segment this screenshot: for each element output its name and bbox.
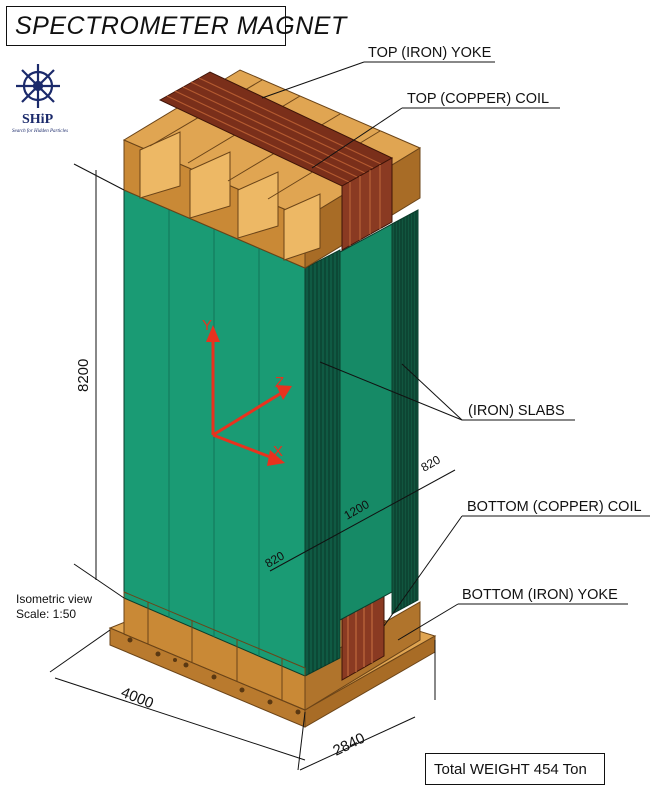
axis-x-label: X bbox=[273, 443, 283, 460]
dim-length: 4000 bbox=[119, 684, 156, 712]
coordinate-axes bbox=[206, 325, 292, 466]
dim-slab-right: 820 bbox=[419, 452, 444, 474]
ship-wheel-icon bbox=[16, 64, 60, 108]
label-slabs: (IRON) SLABS bbox=[468, 403, 565, 419]
view-info: Isometric view Scale: 1:50 bbox=[16, 592, 92, 622]
label-top-yoke: TOP (IRON) YOKE bbox=[368, 45, 492, 61]
bottom-yoke-blocks bbox=[123, 591, 306, 711]
label-top-coil: TOP (COPPER) COIL bbox=[407, 91, 550, 107]
total-weight: Total WEIGHT 454 Ton bbox=[434, 761, 587, 778]
dim-width: 2840 bbox=[330, 730, 367, 760]
right-slab-pack bbox=[339, 209, 419, 621]
top-coil bbox=[158, 71, 394, 251]
weight-box: Total WEIGHT 454 Ton bbox=[425, 753, 605, 785]
logo-name: SHiP bbox=[22, 112, 54, 127]
title-box: SPECTROMETER MAGNET bbox=[6, 6, 346, 46]
leader-lines bbox=[261, 61, 650, 641]
logo-tagline: Search for Hidden Particles bbox=[11, 129, 69, 134]
label-bottom-coil: BOTTOM (COPPER) COIL bbox=[467, 499, 642, 515]
diagram-title: SPECTROMETER MAGNET bbox=[15, 12, 347, 40]
axis-y-label: Y bbox=[202, 317, 212, 334]
view-type: Isometric view bbox=[16, 592, 93, 606]
label-bottom-yoke: BOTTOM (IRON) YOKE bbox=[462, 587, 618, 603]
view-scale: Scale: 1:50 bbox=[16, 607, 77, 621]
dim-height: 8200 bbox=[75, 359, 92, 392]
dimension-lines bbox=[49, 163, 456, 771]
axis-z-label: Z bbox=[275, 374, 284, 391]
ship-logo: SHiP Search for Hidden Particles bbox=[8, 62, 68, 142]
